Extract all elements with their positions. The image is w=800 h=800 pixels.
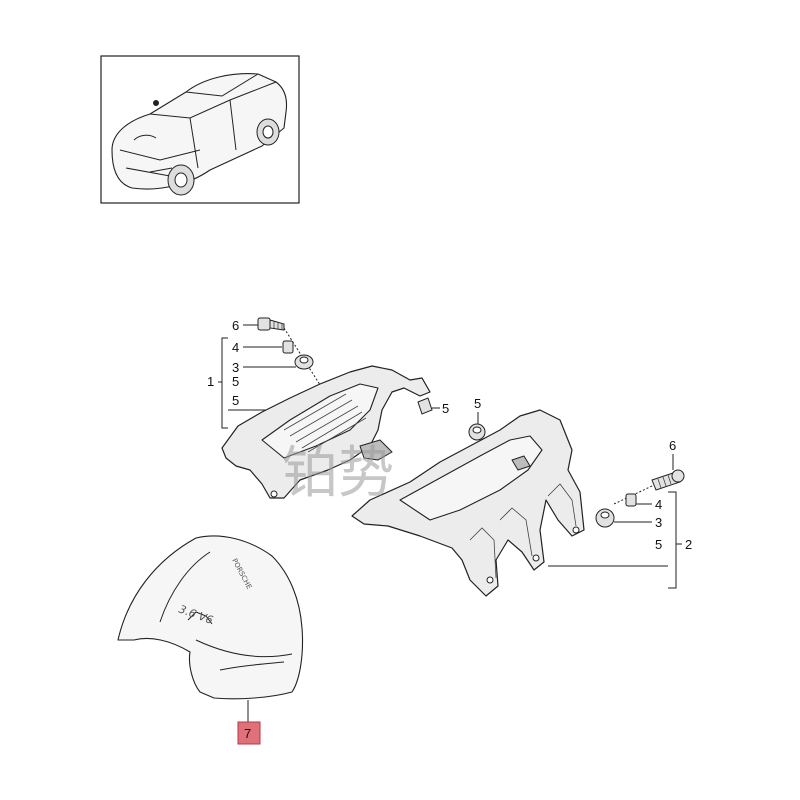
grommet-5-isolated: 5: [468, 396, 486, 441]
callout-6-upper: 6: [232, 318, 239, 333]
callout-5-upper-c: 5: [232, 393, 239, 408]
engine-top-cover-part-7: PORSCHE 3.6 V6: [117, 535, 304, 700]
vehicle-thumbnail: [100, 55, 300, 204]
callout-5-middle: 5: [442, 401, 449, 416]
callout-3-right: 3: [655, 515, 662, 530]
spacer-4-right: [625, 493, 637, 507]
upper-left-hardware: [257, 317, 323, 389]
engine-cover-left-part-1: [221, 365, 431, 499]
callout-1: 1: [207, 374, 214, 389]
callout-7-highlight: [237, 721, 261, 745]
callout-5-upper-a: 5: [232, 374, 239, 389]
spacer-4-upper: [282, 340, 294, 354]
grommet-3-right: [595, 508, 615, 528]
bolt-6-upper: [257, 317, 285, 331]
callout-6-right: 6: [669, 438, 676, 453]
watermark-text: 铂势: [282, 441, 394, 506]
callout-7: 7: [244, 726, 251, 741]
bolt-6-right: [651, 469, 685, 491]
callout-4-upper: 4: [232, 340, 239, 355]
callout-group-upper-left: 6 4 3 1 5 5 5: [207, 318, 296, 429]
engine-cover-right-part-2: [351, 409, 585, 597]
callout-group-right: 6 4 3 5 2: [548, 438, 692, 589]
callout-5-isolated: 5: [474, 396, 481, 411]
callout-3-upper: 3: [232, 360, 239, 375]
callout-4-right: 4: [655, 497, 662, 512]
clip-5-middle: 5: [417, 397, 449, 416]
callout-2: 2: [685, 537, 692, 552]
car-illustration: [111, 73, 288, 196]
grommet-3-upper: [294, 354, 314, 370]
callout-5-right: 5: [655, 537, 662, 552]
callout-7-group: 7: [237, 700, 261, 745]
